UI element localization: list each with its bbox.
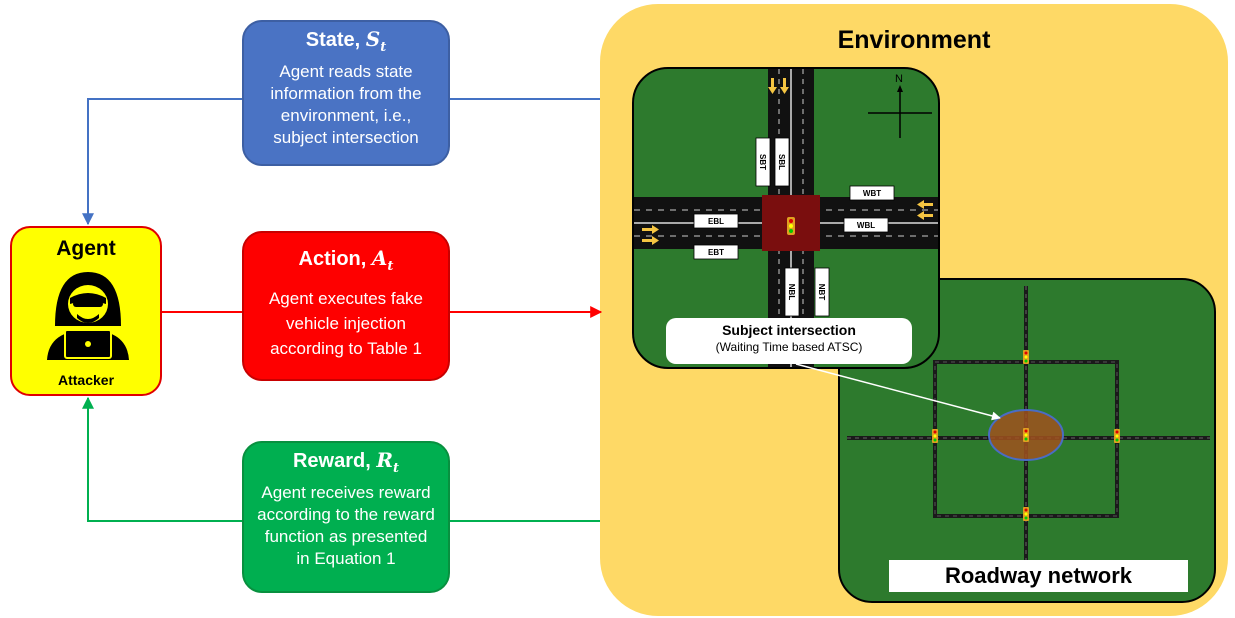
roadway-network-label: Roadway network bbox=[889, 560, 1188, 592]
hacker-icon bbox=[47, 272, 129, 360]
traffic-signal-icon bbox=[1023, 507, 1029, 521]
lane-label-ebt: EBT bbox=[708, 248, 724, 257]
traffic-signal-icon bbox=[1114, 429, 1120, 443]
compass-north-label: N bbox=[895, 73, 903, 85]
subject-intersection-subtitle: (Waiting Time based ATSC) bbox=[715, 340, 863, 354]
state-title: State, St bbox=[244, 26, 448, 61]
lane-label-ebl: EBL bbox=[708, 217, 724, 226]
lane-label-wbl: WBL bbox=[857, 221, 875, 230]
lane-label-wbt: WBT bbox=[863, 189, 881, 198]
subject-intersection-title: Subject intersection bbox=[722, 322, 856, 338]
action-box: Action, At Agent executes fake vehicle i… bbox=[242, 231, 450, 381]
reward-symbol: R bbox=[376, 448, 393, 472]
lane-label-sbl: SBL bbox=[777, 154, 786, 170]
westbound-arrow-icon bbox=[917, 200, 933, 220]
agent-title: Agent bbox=[56, 237, 116, 260]
lane-label-sbt: SBT bbox=[758, 154, 767, 170]
traffic-signal-icon bbox=[1023, 428, 1029, 442]
reward-description: Agent receives reward according to the r… bbox=[257, 483, 435, 568]
subject-intersection-label: Subject intersection (Waiting Time based… bbox=[666, 318, 912, 364]
state-subscript: t bbox=[380, 40, 387, 55]
agent-label: Attacker bbox=[57, 372, 115, 388]
eastbound-arrow-icon bbox=[642, 225, 659, 245]
reward-box: Reward, Rt Agent receives reward accordi… bbox=[242, 441, 450, 593]
action-description: Agent executes fake vehicle injection ac… bbox=[268, 289, 424, 358]
action-title: Action, At bbox=[244, 245, 448, 280]
agent-box: Agent Attacker bbox=[10, 226, 162, 396]
intersection-roads: SBT SBL NBL NBT WBT WBL EBL EBT N bbox=[634, 69, 938, 367]
compass-icon bbox=[868, 85, 932, 138]
lane-label-nbl: NBL bbox=[787, 284, 796, 301]
state-description: Agent reads state information from the e… bbox=[270, 62, 422, 147]
subject-pointer-arrow bbox=[795, 363, 1001, 421]
state-box: State, St Agent reads state information … bbox=[242, 20, 450, 166]
reward-title: Reward, Rt bbox=[244, 447, 448, 482]
state-symbol: S bbox=[365, 27, 381, 51]
network-roads bbox=[847, 286, 1210, 592]
action-subscript: t bbox=[387, 259, 394, 274]
action-symbol: A bbox=[371, 246, 388, 270]
southbound-arrow-icon bbox=[768, 78, 789, 94]
traffic-signal-icon bbox=[787, 217, 795, 235]
lane-label-nbt: NBT bbox=[817, 284, 826, 301]
traffic-signal-icon bbox=[1023, 350, 1029, 364]
action-title-word: Action, bbox=[298, 248, 367, 270]
reward-subscript: t bbox=[392, 461, 399, 476]
traffic-signal-icon bbox=[932, 429, 938, 443]
state-title-word: State, bbox=[305, 29, 361, 51]
reward-title-word: Reward, bbox=[292, 450, 371, 472]
environment-title: Environment bbox=[837, 26, 991, 54]
